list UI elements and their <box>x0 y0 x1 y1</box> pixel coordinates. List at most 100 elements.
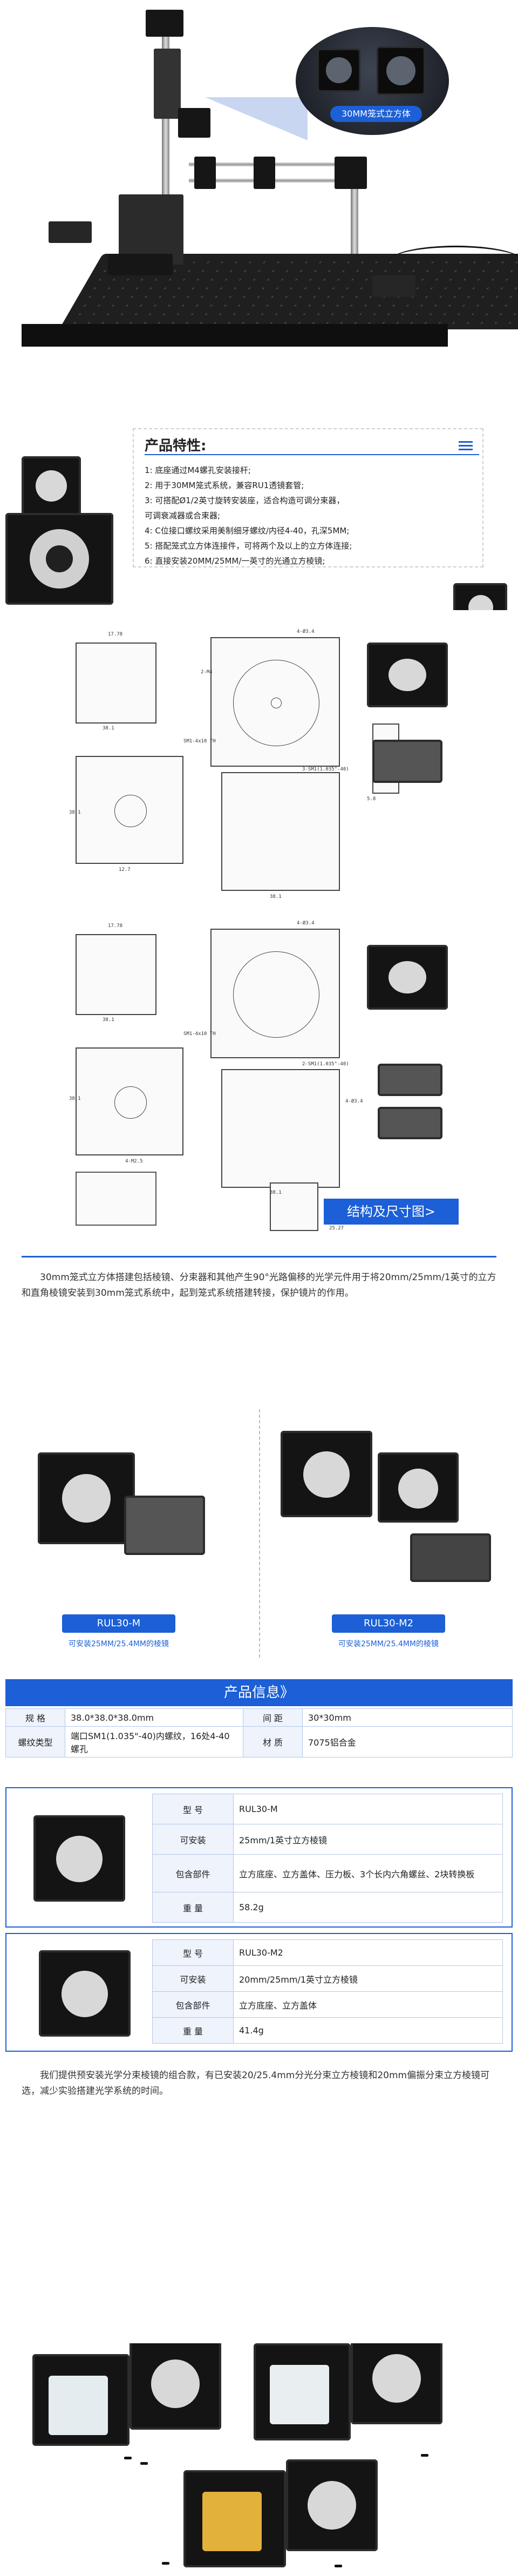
gallery-section <box>0 2343 518 2576</box>
spec-label: 螺纹类型 <box>5 1726 65 1757</box>
features-section: 产品特性: 1: 底座通过M4螺孔安装接杆; 2: 用于30MM笼式系统，兼容R… <box>0 402 518 610</box>
dim-label: 3-SM1(1.035"-40) <box>302 767 349 772</box>
feature-item: 2: 用于30MM笼式系统，兼容RU1透镜套管; <box>145 481 304 490</box>
spec-label: 包含部件 <box>152 1991 234 2018</box>
spec-label: 可安装 <box>152 1965 234 1992</box>
cable <box>388 246 518 278</box>
spec-label: 重 量 <box>152 2017 234 2044</box>
drawing-bottom-view-b <box>76 1047 183 1155</box>
model2-image <box>39 1950 131 2037</box>
drawing-side-view-a <box>221 772 340 891</box>
table-handle-right <box>372 275 415 297</box>
camera-head <box>146 10 183 37</box>
feature-item: 5: 搭配笼式立方体连接件，可将两个及以上的立方体连接; <box>145 541 352 551</box>
features-list: 1: 底座通过M4螺孔安装接杆; 2: 用于30MM笼式系统，兼容RU1透镜套管… <box>145 463 479 569</box>
dim-label: 4-M2.5 <box>125 1159 143 1164</box>
cage-rod-1 <box>189 162 367 166</box>
dim-label: 38.1 <box>69 1096 81 1101</box>
spec-label: 材 质 <box>243 1726 303 1757</box>
kit-cube-1 <box>32 2354 130 2446</box>
drawing-top-view-a <box>210 637 340 767</box>
product-name-rul30-m: RUL30-M <box>62 1614 175 1633</box>
cage-plate-2 <box>254 157 275 189</box>
dim-label: 17.78 <box>108 923 123 929</box>
drawing-3d-base-b <box>378 1107 442 1139</box>
rul30-m-cube-image <box>38 1452 135 1544</box>
spec-label: 型 号 <box>152 1794 234 1824</box>
spec-value: 20mm/25mm/1英寸立方棱镜 <box>233 1965 503 1992</box>
feature-item: 1: 底座通过M4螺孔安装接杆; <box>145 465 251 475</box>
stage-base <box>108 254 173 275</box>
screw <box>162 2562 169 2565</box>
zoom-cube-right <box>377 46 425 95</box>
dim-label: 38.1 <box>270 1190 282 1195</box>
cube-small-image <box>22 456 81 516</box>
features-box <box>133 428 483 567</box>
drawing-3d-cube-b <box>367 945 448 1010</box>
structure-size-button[interactable]: 结构及尺寸图> <box>324 1199 459 1225</box>
spec-value: 端口SM1(1.035"-40)内螺纹，16处4-40螺孔 <box>65 1726 243 1757</box>
general-spec-table: 规 格 38.0*38.0*38.0mm 间 距 30*30mm 螺纹类型 端口… <box>5 1708 513 1757</box>
dim-label: 2-SM1(1.035"-40) <box>302 1061 349 1067</box>
spec-label: 包含部件 <box>152 1854 234 1892</box>
drawings-section: 17.78 38.1 4-Ø3.4 2-M4 SM1-4x10 TH 3-SM1… <box>0 610 518 1236</box>
spec-label: 重 量 <box>152 1892 234 1923</box>
kit-cube-4 <box>351 2343 442 2424</box>
drawing-front-view-b <box>76 934 156 1015</box>
cage-rod-2 <box>189 178 367 182</box>
menu-lines-icon <box>459 441 473 451</box>
dim-label: 17.78 <box>108 632 123 637</box>
dim-label: 2-M4 <box>201 670 213 675</box>
zoom-cube-left <box>317 49 360 92</box>
dim-label: 4-Ø3.4 <box>345 1099 363 1104</box>
product-sub-rul30-m: 可安装25MM/25.4MM的棱镜 <box>68 1640 169 1648</box>
screw <box>421 2454 428 2457</box>
cage-plate-1 <box>194 157 216 189</box>
feature-item: 4: C位接口螺纹采用美制细牙螺纹/内径4-40，孔深5MM; <box>145 526 350 536</box>
hero-section: 30MM笼式立方体 <box>0 0 518 402</box>
screw <box>335 2565 342 2567</box>
dim-label: 38.1 <box>270 894 282 900</box>
product-name-rul30-m2: RUL30-M2 <box>332 1614 445 1633</box>
spec-value: 30*30mm <box>302 1708 513 1727</box>
spec-label: 间 距 <box>243 1708 303 1727</box>
table-handle-left <box>49 221 92 243</box>
features-title: 产品特性: <box>145 438 207 454</box>
dim-label: 4-Ø3.4 <box>297 921 315 926</box>
kit-cube-6 <box>286 2459 378 2551</box>
feature-item: 3: 可搭配Ø1/2英寸旋转安装座，适合构造可调分束器， <box>145 496 345 505</box>
optical-table-front <box>22 324 448 347</box>
drawing-side-view-b <box>221 1069 340 1188</box>
post-right <box>351 189 358 254</box>
kit-cube-5 <box>183 2470 286 2567</box>
feature-item: 6: 直接安装20MM/25MM/一英寸的光通立方棱镜; <box>145 556 325 566</box>
spec-value: 25mm/1英寸立方棱镜 <box>233 1824 503 1855</box>
cage-plate-3 <box>335 157 367 189</box>
description-text: 30mm笼式立方体搭建包括棱镜、分束器和其他产生90°光路偏移的光学元件用于将2… <box>22 1272 496 1299</box>
table-row: 规 格 38.0*38.0*38.0mm 间 距 30*30mm <box>5 1708 513 1727</box>
spec-value: 7075铝合金 <box>302 1726 513 1757</box>
dim-label: 12.7 <box>119 867 131 873</box>
spec-label: 可安装 <box>152 1824 234 1855</box>
drawing-front-view-a <box>76 643 156 724</box>
screw <box>124 2457 132 2459</box>
zoom-label: 30MM笼式立方体 <box>330 106 422 122</box>
xyz-stage <box>119 194 183 265</box>
zoom-highlight-ray <box>205 97 308 140</box>
spec-value: 41.4g <box>233 2017 503 2044</box>
table-row: 螺纹类型 端口SM1(1.035"-40)内螺纹，16处4-40螺孔 材 质 7… <box>5 1726 513 1757</box>
drawing-plate-view <box>270 1182 318 1231</box>
drawing-3d-plate-b <box>378 1064 442 1096</box>
cube-large-image <box>5 513 113 605</box>
product-sub-rul30-m2: 可安装25MM/25.4MM的棱镜 <box>338 1640 439 1648</box>
cube-right-image <box>453 583 507 610</box>
specs-banner: 产品信息》 <box>5 1679 513 1706</box>
feature-item: 可调衰减器或合束器; <box>145 511 221 520</box>
model1-image <box>33 1815 125 1902</box>
drawing-prism-view <box>76 1172 156 1226</box>
spec-value: 立方底座、立方盖体、压力板、3个长内六角螺丝、2块转换板 <box>233 1854 503 1892</box>
